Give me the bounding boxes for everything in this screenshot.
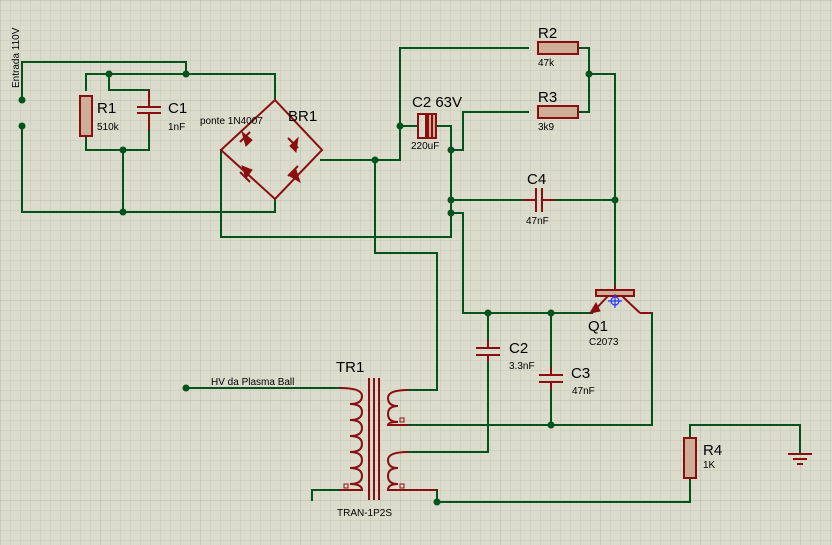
c2-63v-ref: C2 63V <box>412 94 462 111</box>
wires <box>21 47 801 503</box>
br1-ref: BR1 <box>288 108 317 125</box>
r2-ref: R2 <box>538 25 557 42</box>
tr1-value: TRAN-1P2S <box>337 508 392 519</box>
bridge-rectifier-br1[interactable]: BR1 ponte 1N4007 <box>200 98 324 201</box>
capacitor-c2-63v[interactable]: C2 63V 220uF <box>411 94 462 152</box>
c3-value: 47nF <box>572 386 595 397</box>
q1-value: C2073 <box>589 337 619 348</box>
c2-ref: C2 <box>509 340 528 357</box>
transformer-tr1[interactable]: TR1 TRAN-1P2S <box>336 359 437 519</box>
c3-ref: C3 <box>571 365 590 382</box>
r4-ref: R4 <box>703 442 722 459</box>
q1-ref: Q1 <box>588 318 608 335</box>
r3-value: 3k9 <box>538 122 555 133</box>
capacitor-c2[interactable]: C2 3.3nF <box>476 340 535 372</box>
c4-ref: C4 <box>527 171 546 188</box>
resistor-r4[interactable]: R4 1K <box>683 437 722 479</box>
c4-value: 47nF <box>526 216 549 227</box>
ground-symbol <box>788 453 812 465</box>
r4-value: 1K <box>703 460 716 471</box>
r2-value: 47k <box>538 58 555 69</box>
resistor-r2[interactable]: R2 47k <box>537 25 579 69</box>
c1-ref: C1 <box>168 100 187 117</box>
r1-value: 510k <box>97 122 120 133</box>
input-label: Entrada 110V <box>11 27 22 88</box>
br1-value: ponte 1N4007 <box>200 116 263 127</box>
c1-value: 1nF <box>168 122 185 133</box>
junctions <box>18 70 619 506</box>
hv-label: HV da Plasma Ball <box>211 377 294 388</box>
capacitor-c1[interactable]: C1 1nF <box>137 90 187 133</box>
c2-63v-value: 220uF <box>411 141 439 152</box>
c2-value: 3.3nF <box>509 361 535 372</box>
tr1-ref: TR1 <box>336 359 364 376</box>
r1-ref: R1 <box>97 100 116 117</box>
capacitor-c3[interactable]: C3 47nF <box>539 365 595 397</box>
resistor-r1[interactable]: R1 510k <box>79 95 120 137</box>
capacitor-c4[interactable]: C4 47nF <box>523 171 554 227</box>
transistor-q1[interactable]: Q1 C2073 <box>588 285 652 348</box>
r3-ref: R3 <box>538 89 557 106</box>
resistor-r3[interactable]: R3 3k9 <box>537 89 579 133</box>
